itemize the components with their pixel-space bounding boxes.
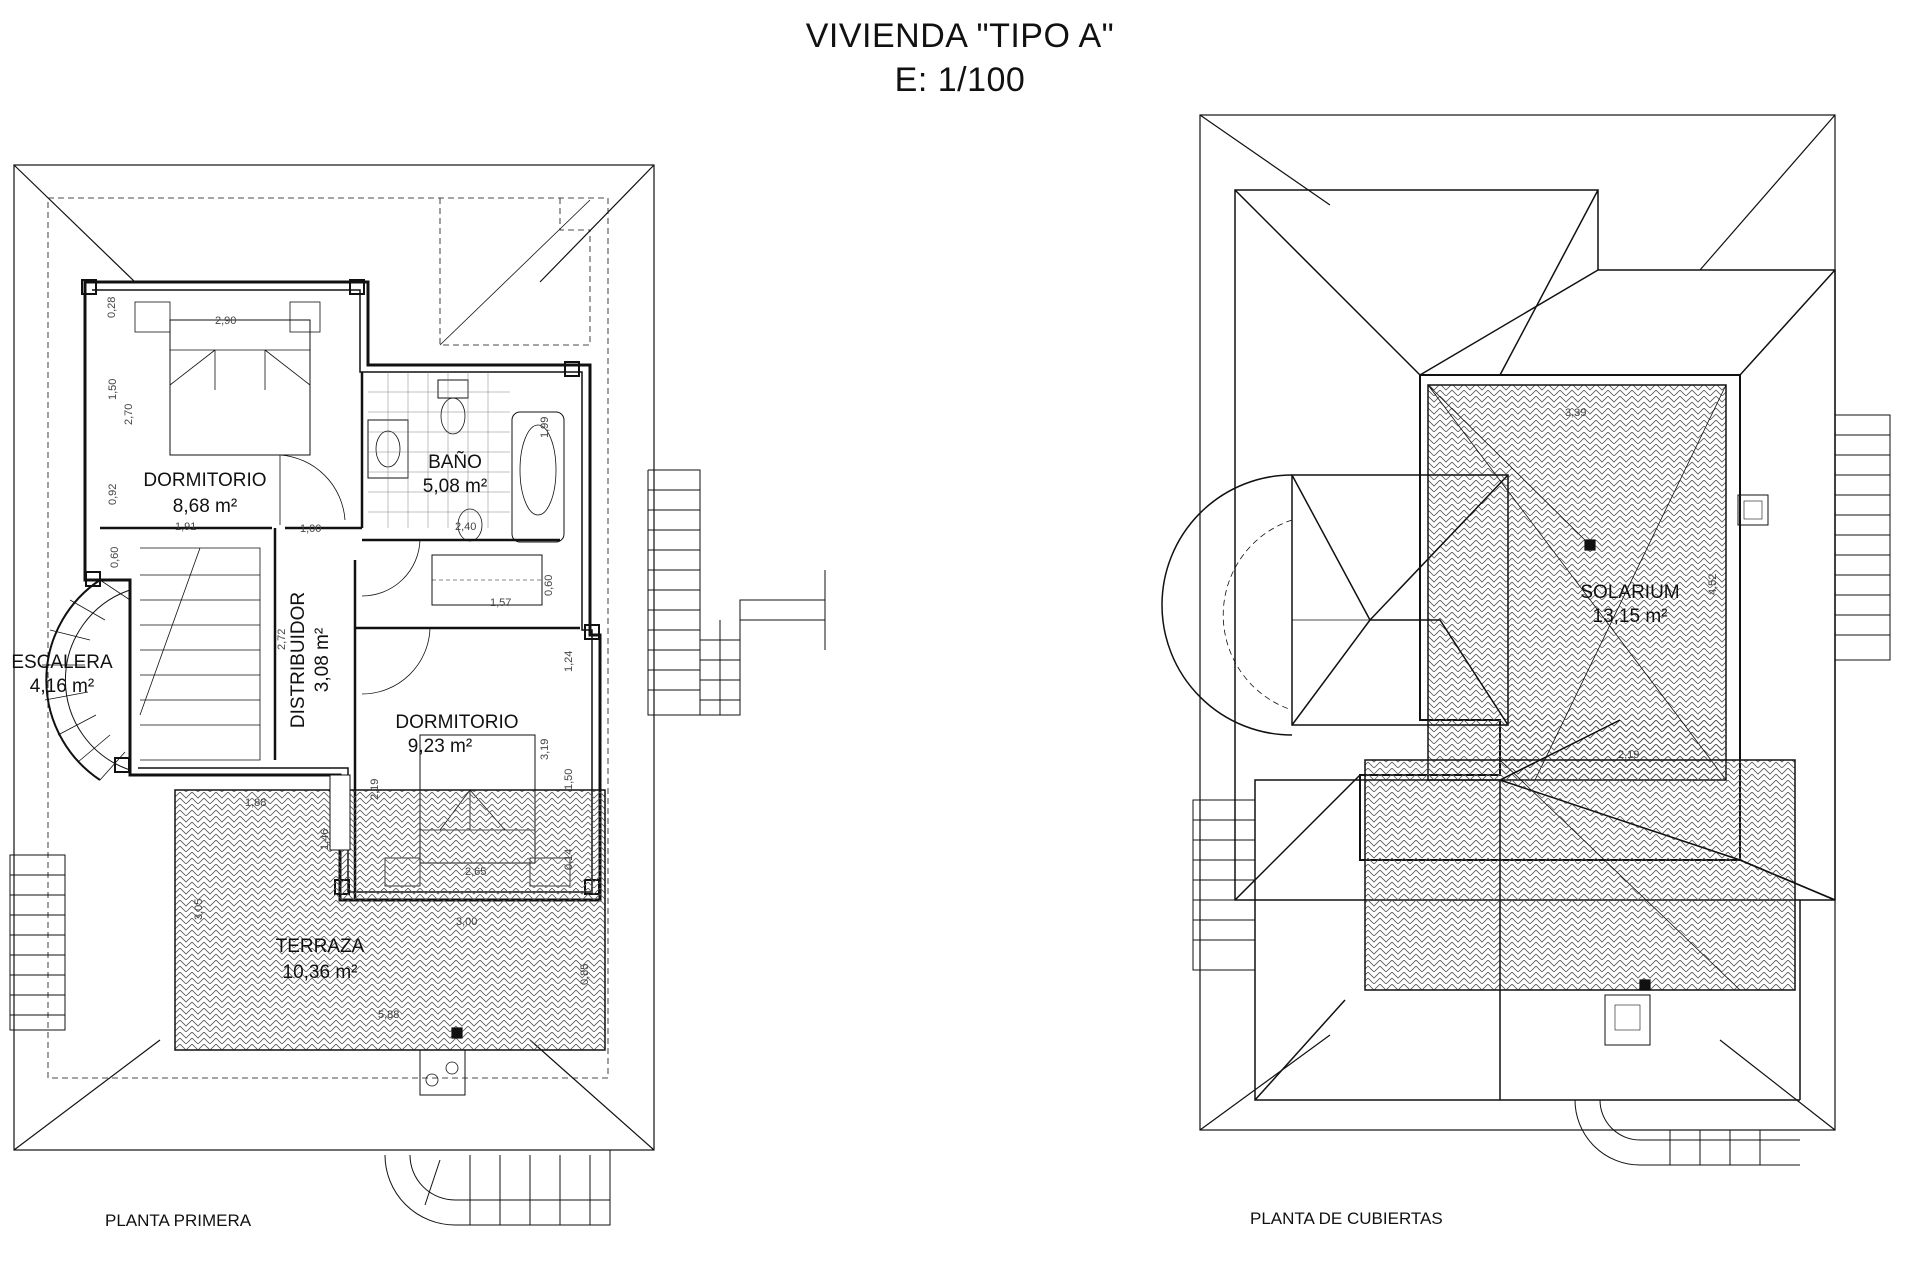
room-name: TERRAZA — [276, 936, 365, 957]
plan-caption: PLANTA DE CUBIERTAS — [1250, 1209, 1443, 1228]
plan-caption: PLANTA PRIMERA — [105, 1211, 252, 1230]
room-name: DORMITORIO — [395, 712, 518, 733]
dim-label: 2,65 — [465, 866, 486, 878]
dimensions-primera: 2,90 0,28 1,50 2,70 0,92 1,91 1,00 1,99 … — [106, 297, 591, 1021]
roof-outline — [13, 164, 655, 1151]
room-name: BAÑO — [428, 451, 482, 473]
dim-label: 0,60 — [543, 575, 555, 596]
dim-label: 2,19 — [1618, 749, 1639, 761]
door-swing — [279, 454, 346, 525]
dim-label: 3,19 — [539, 739, 551, 760]
room-labels-primera: DORMITORIO 8,68 m² BAÑO 5,08 m² ESCALERA… — [11, 451, 518, 983]
dim-label: 0,60 — [109, 547, 121, 568]
dim-label: 1,99 — [539, 417, 551, 438]
dim-label: 2,70 — [123, 404, 135, 425]
drawing-title: VIVIENDA "TIPO A" E: 1/100 — [0, 14, 1920, 102]
toilet — [437, 379, 469, 399]
room-area: 10,36 m² — [283, 962, 358, 983]
dim-label: 1,50 — [563, 769, 575, 790]
plan-primera — [9, 164, 826, 1226]
bed-1 — [169, 319, 311, 456]
room-name: DISTRIBUIDOR — [288, 592, 309, 728]
room-area: 5,08 m² — [423, 476, 487, 497]
dim-label: 2,19 — [369, 779, 381, 800]
plan-cubiertas — [1161, 114, 1891, 1166]
dim-label: 1,00 — [300, 523, 321, 535]
dim-label: 1,46 — [319, 829, 331, 850]
dimensions-cubiertas: 3,39 4,52 2,19 — [1565, 407, 1719, 761]
terrace-floor — [174, 789, 606, 1051]
dim-label: 3,39 — [1565, 407, 1586, 419]
room-name: ESCALERA — [11, 652, 113, 673]
title-text: VIVIENDA "TIPO A" — [805, 17, 1115, 55]
dim-label: 0,28 — [106, 297, 118, 318]
spiral-stair — [45, 579, 101, 781]
dim-label: 1,50 — [107, 379, 119, 400]
room-name: SOLARIUM — [1580, 582, 1679, 603]
dim-label: 3,00 — [456, 916, 477, 928]
dim-label: 1,91 — [175, 521, 196, 533]
dim-label: 2,72 — [276, 629, 288, 650]
bathtub — [511, 411, 565, 543]
dim-label: 2,90 — [215, 315, 236, 327]
room-area: 13,15 m² — [1593, 606, 1668, 627]
cupola-roof — [1291, 474, 1509, 726]
dim-label: 0,85 — [579, 964, 591, 985]
dim-label: 3,05 — [193, 899, 205, 920]
dim-label: 1,57 — [490, 597, 511, 609]
room-area: 8,68 m² — [173, 496, 237, 517]
dim-label: 0,14 — [563, 849, 575, 870]
room-area: 3,08 m² — [312, 628, 333, 692]
dim-label: 2,40 — [455, 521, 476, 533]
room-name: DORMITORIO — [143, 470, 266, 491]
dim-label: 1,88 — [245, 797, 266, 809]
upper-roof — [1234, 189, 1836, 901]
room-labels-cubiertas: SOLARIUM 13,15 m² — [1580, 582, 1679, 627]
dim-label: 1,24 — [563, 651, 575, 672]
room-area: 9,23 m² — [408, 736, 472, 757]
dim-label: 0,92 — [107, 484, 119, 505]
room-area: 4,16 m² — [30, 676, 94, 697]
roof-hips — [13, 164, 655, 1151]
exterior-stair — [647, 469, 826, 716]
bidet — [457, 508, 483, 542]
dim-label: 4,52 — [1707, 574, 1719, 595]
dim-label: 5,88 — [378, 1009, 399, 1021]
scale-text: E: 1/100 — [894, 61, 1026, 99]
